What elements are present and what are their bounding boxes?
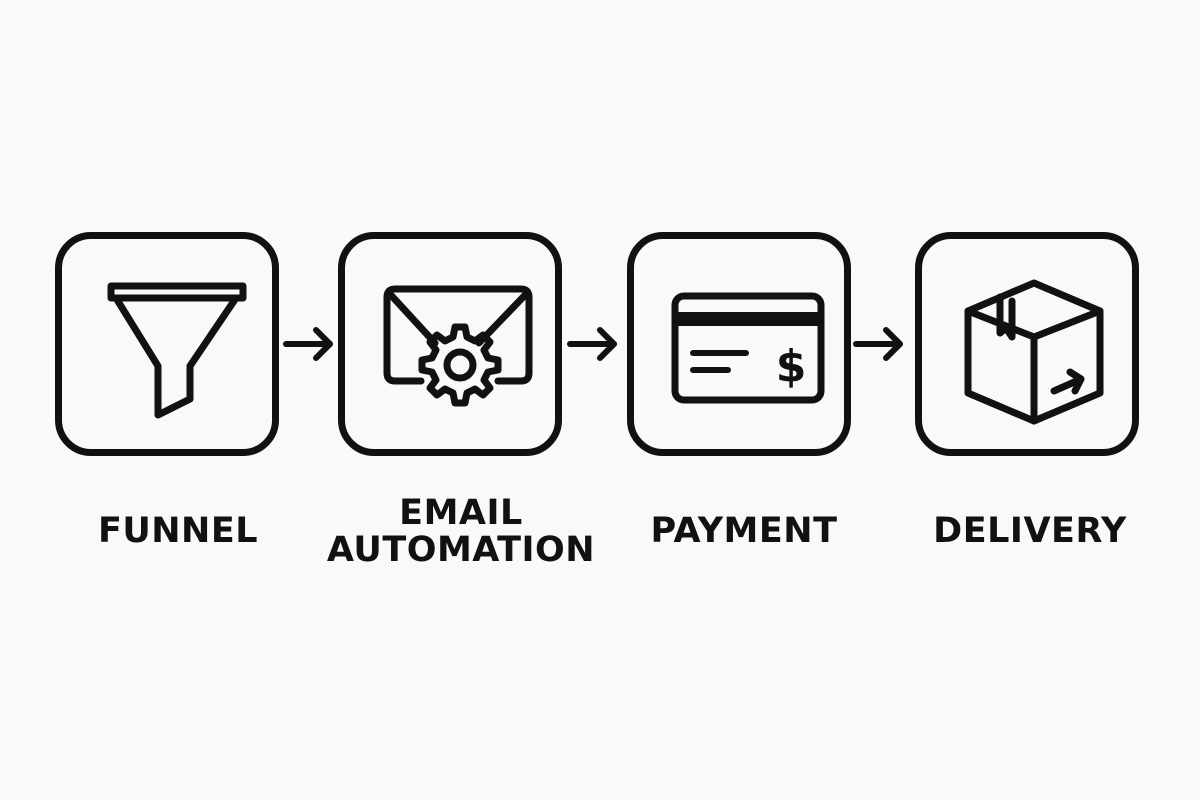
label-line: EMAIL (399, 493, 523, 533)
credit-card-icon: $ (671, 292, 825, 404)
label-line: FUNNEL (97, 511, 259, 551)
label-line: DELIVERY (933, 511, 1127, 551)
step-label-email-automation: EMAIL AUTOMATION (321, 495, 601, 569)
package-icon (964, 279, 1104, 425)
step-box-delivery (915, 232, 1139, 456)
step-box-funnel (55, 232, 279, 456)
step-label-delivery: DELIVERY (890, 513, 1170, 550)
step-box-email-automation (338, 232, 562, 456)
label-line: PAYMENT (650, 511, 838, 551)
funnel-icon (107, 282, 247, 419)
arrow-right-icon (567, 327, 617, 361)
email-gear-icon (383, 285, 533, 407)
svg-text:$: $ (776, 341, 807, 392)
step-label-funnel: FUNNEL (38, 513, 318, 550)
label-line: AUTOMATION (326, 530, 596, 570)
arrow-right-icon (283, 327, 333, 361)
arrow-right-icon (853, 327, 903, 361)
step-box-payment: $ (627, 232, 851, 456)
step-label-payment: PAYMENT (604, 513, 884, 550)
